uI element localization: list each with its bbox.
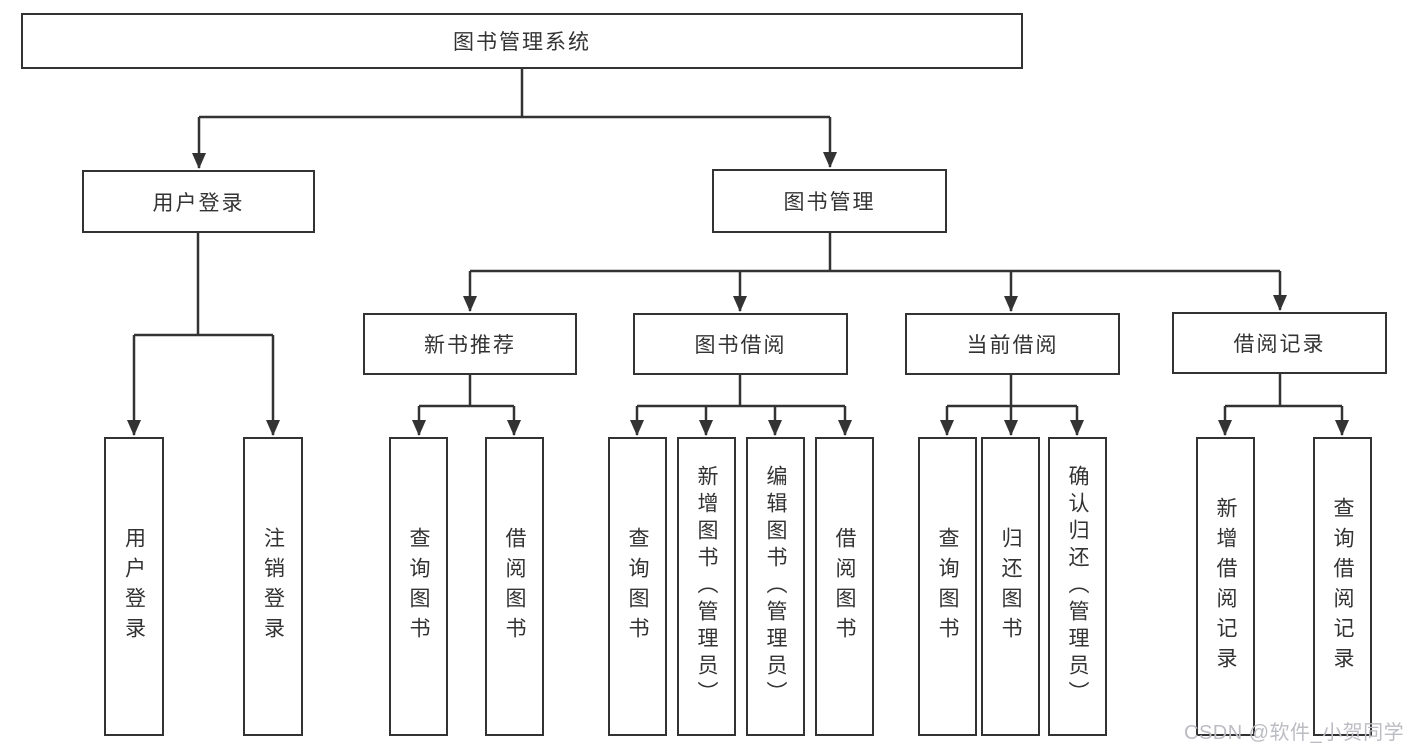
node-current-borrow: 当前借阅 [905,313,1120,375]
leaf-label: 注销登录 [261,526,285,647]
node-leaf-add-book-admin: 新增图书（管理员） [677,437,736,736]
node-book-borrow: 图书借阅 [633,313,848,375]
node-leaf-user-login: 用户登录 [104,437,164,736]
node-leaf-query-book-2: 查询图书 [608,437,667,736]
leaf-label: 新增图书（管理员） [695,465,718,708]
leaf-label: 用户登录 [122,526,146,647]
node-borrow-records: 借阅记录 [1172,312,1387,374]
node-new-book-recommendation: 新书推荐 [363,313,577,375]
node-leaf-query-book-1: 查询图书 [389,437,448,736]
node-book-management: 图书管理 [712,169,947,233]
leaf-label: 归还图书 [999,526,1022,647]
node-leaf-query-borrow-record: 查询借阅记录 [1313,437,1372,736]
leaf-label: 查询借阅记录 [1331,496,1354,677]
leaf-label: 编辑图书（管理员） [764,465,787,708]
leaf-label: 查询图书 [936,526,959,647]
node-leaf-confirm-return-admin: 确认归还（管理员） [1048,437,1107,736]
node-leaf-query-book-3: 查询图书 [918,437,977,736]
leaf-label: 查询图书 [626,526,649,647]
node-library-system: 图书管理系统 [21,13,1023,69]
leaf-label: 新增借阅记录 [1214,496,1237,677]
node-leaf-add-borrow-record: 新增借阅记录 [1196,437,1255,736]
node-leaf-borrow-book-1: 借阅图书 [485,437,544,736]
csdn-watermark: CSDN @软件_小贺同学 [1184,722,1405,744]
leaf-label: 借阅图书 [503,526,526,647]
node-leaf-logout: 注销登录 [243,437,303,736]
leaf-label: 借阅图书 [833,526,856,647]
node-leaf-return-book: 归还图书 [981,437,1040,736]
node-leaf-edit-book-admin: 编辑图书（管理员） [746,437,805,736]
node-user-login: 用户登录 [82,170,315,233]
leaf-label: 查询图书 [407,526,430,647]
leaf-label: 确认归还（管理员） [1066,465,1089,708]
node-leaf-borrow-book-2: 借阅图书 [815,437,874,736]
